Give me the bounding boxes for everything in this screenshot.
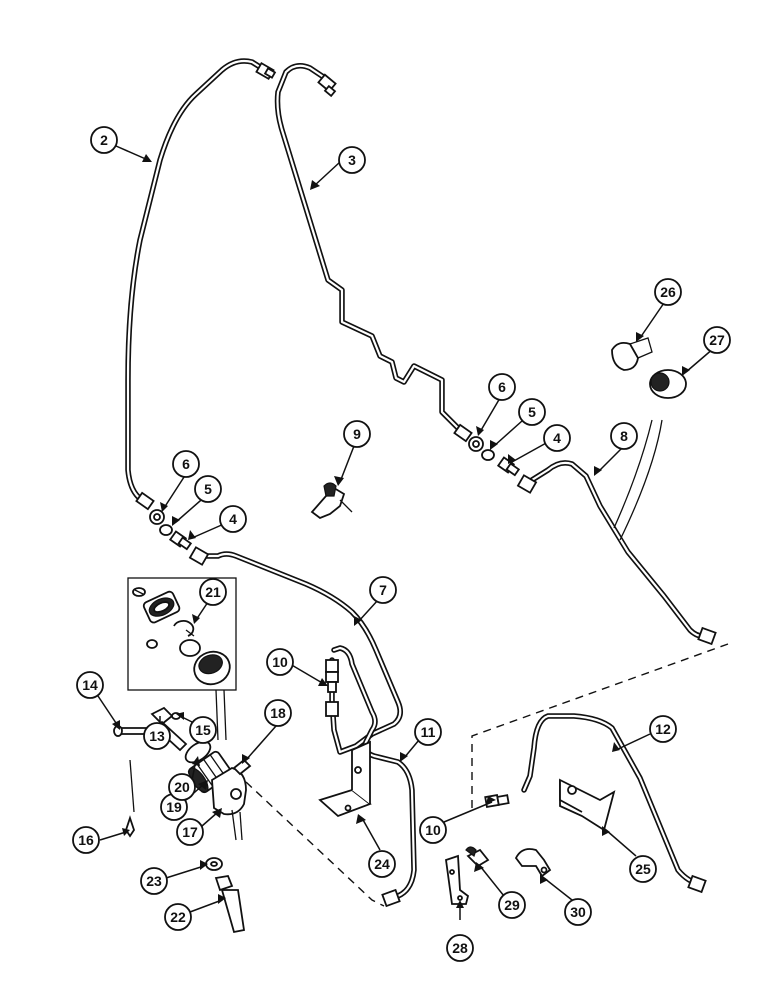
svg-text:2: 2 — [100, 132, 108, 148]
svg-text:3: 3 — [348, 152, 356, 168]
svg-text:8: 8 — [620, 428, 628, 444]
svg-text:10: 10 — [272, 654, 288, 670]
callout-23: 23 — [140, 867, 168, 895]
bracket-25 — [559, 778, 616, 832]
clip-9 — [310, 482, 353, 520]
callout-10: 10 — [419, 816, 447, 844]
svg-text:28: 28 — [452, 940, 468, 956]
svg-text:12: 12 — [655, 721, 671, 737]
svg-text:10: 10 — [425, 822, 441, 838]
grommet-27 — [649, 369, 687, 399]
svg-text:11: 11 — [421, 724, 436, 740]
svg-text:23: 23 — [146, 873, 162, 889]
bracket-28 — [445, 854, 470, 905]
pipe-2 — [125, 58, 271, 503]
dashed-connector-lines — [129, 419, 729, 907]
callout-4: 4 — [543, 424, 571, 452]
bleeder-18 — [232, 758, 252, 776]
seal-20 — [184, 740, 212, 764]
pipe-3 — [274, 63, 463, 433]
callout-4: 4 — [219, 505, 247, 533]
svg-text:17: 17 — [182, 824, 198, 840]
callout-7: 7 — [369, 576, 397, 604]
adapter-4-left — [168, 530, 193, 551]
callout-16: 16 — [72, 826, 100, 854]
svg-text:26: 26 — [660, 284, 676, 300]
clip-26 — [611, 337, 653, 371]
pipe-end-fittings — [135, 61, 717, 908]
callout-20: 20 — [168, 773, 196, 801]
callout-18: 18 — [264, 699, 292, 727]
washer-5-left — [159, 524, 173, 536]
callout-30: 30 — [564, 898, 592, 926]
svg-text:19: 19 — [166, 799, 182, 815]
callout-13: 13 — [143, 722, 171, 750]
svg-text:4: 4 — [553, 430, 561, 446]
callout-26: 26 — [654, 278, 682, 306]
washer-23 — [205, 857, 223, 871]
callout-27: 27 — [703, 326, 731, 354]
callout-14: 14 — [76, 671, 104, 699]
bolt-22 — [214, 874, 246, 934]
callout-10: 10 — [266, 648, 294, 676]
svg-text:7: 7 — [379, 582, 387, 598]
callout-5: 5 — [518, 398, 546, 426]
callout-12: 12 — [649, 715, 677, 743]
callout-2: 2 — [90, 126, 118, 154]
svg-text:16: 16 — [78, 832, 94, 848]
svg-text:14: 14 — [82, 677, 98, 693]
callout-3: 3 — [338, 146, 366, 174]
clip-29 — [465, 846, 490, 868]
callout-9: 9 — [343, 420, 371, 448]
svg-text:13: 13 — [149, 728, 165, 744]
nut-6-left — [149, 509, 165, 525]
callout-6: 6 — [172, 450, 200, 478]
pipe-12 — [521, 713, 703, 887]
callout-17: 17 — [176, 818, 204, 846]
callout-8: 8 — [610, 422, 638, 450]
adapter-10-upper — [325, 671, 339, 693]
svg-text:27: 27 — [709, 332, 725, 348]
nut-6-right — [468, 436, 484, 452]
svg-text:9: 9 — [353, 426, 361, 442]
svg-text:30: 30 — [570, 904, 586, 920]
callout-24: 24 — [368, 850, 396, 878]
callout-6: 6 — [488, 373, 516, 401]
callout-22: 22 — [164, 903, 192, 931]
callout-28: 28 — [446, 934, 474, 962]
washer-5-right — [481, 449, 495, 461]
cotter-pin-16 — [125, 815, 135, 838]
callout-5: 5 — [194, 475, 222, 503]
callout-15: 15 — [189, 716, 217, 744]
bracket-24 — [318, 740, 372, 818]
housing-17 — [211, 767, 247, 816]
svg-text:6: 6 — [498, 379, 506, 395]
svg-text:18: 18 — [270, 705, 286, 721]
svg-text:24: 24 — [374, 856, 390, 872]
svg-text:5: 5 — [528, 404, 536, 420]
svg-text:6: 6 — [182, 456, 190, 472]
callout-21: 21 — [199, 578, 227, 606]
callout-25: 25 — [629, 855, 657, 883]
leader-arrowheads — [112, 154, 690, 908]
svg-text:5: 5 — [204, 481, 212, 497]
svg-text:20: 20 — [174, 779, 190, 795]
clip-30 — [514, 848, 552, 878]
repair-kit-inset — [127, 577, 237, 691]
callout-11: 11 — [414, 718, 442, 746]
svg-text:21: 21 — [205, 584, 221, 600]
svg-text:25: 25 — [635, 861, 651, 877]
svg-text:15: 15 — [195, 722, 211, 738]
svg-text:4: 4 — [229, 511, 237, 527]
svg-text:29: 29 — [504, 897, 520, 913]
pipe-8 — [529, 460, 711, 640]
svg-text:22: 22 — [170, 909, 186, 925]
callout-29: 29 — [498, 891, 526, 919]
leader-lines — [97, 145, 715, 920]
